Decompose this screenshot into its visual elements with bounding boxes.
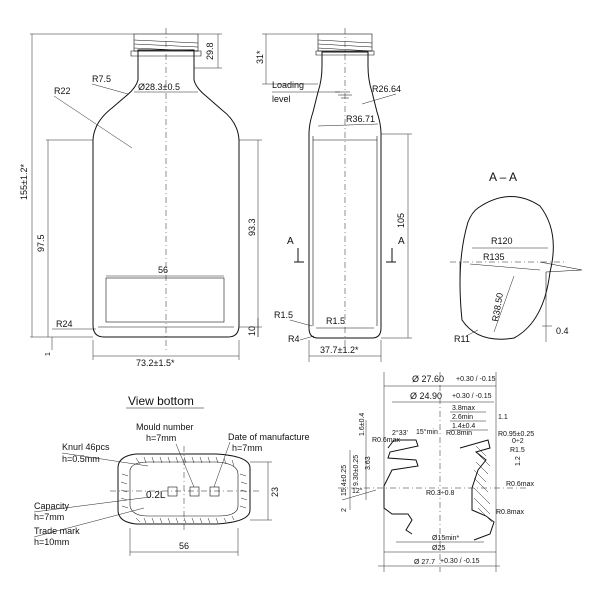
neck-dia-outer-top-tol: +0.30 / -0.15 bbox=[456, 376, 496, 383]
side-loading-level-line1: Loading bbox=[272, 80, 304, 90]
neck-dia-27-7-tol: +0.30 / -0.15 bbox=[440, 558, 480, 565]
section-radius-1: R120 bbox=[491, 236, 513, 246]
neck-r-0-8max: R0.8max bbox=[496, 509, 525, 516]
section-radius-2: R135 bbox=[483, 252, 505, 262]
bottom-knurl-line1: Knurl 46pcs bbox=[62, 442, 110, 452]
neck-finish-view: Ø 27.60 +0.30 / -0.15 Ø 24.90 +0.30 / -0… bbox=[338, 372, 535, 572]
front-neck-height-label: 29.8 bbox=[205, 42, 215, 60]
side-body-depth-label: 37.7±1.2* bbox=[320, 345, 359, 355]
bottom-date-line2: h=7mm bbox=[232, 443, 262, 453]
bottom-view: View bottom 0.2L Knurl 46pcs h=0.5mm Mou… bbox=[33, 394, 310, 556]
front-label-width-label: 56 bbox=[158, 265, 168, 275]
section-outline bbox=[459, 196, 554, 340]
neck-dim-2: 2 bbox=[341, 508, 348, 512]
side-loading-level-line2: level bbox=[272, 94, 291, 104]
svg-text:A: A bbox=[398, 236, 405, 247]
neck-dim-3-63: 3.63 bbox=[365, 456, 372, 470]
front-view: 29.8 Ø28.3±0.5 R7.5 R22 155±1.2* 97.5 93… bbox=[19, 28, 262, 368]
bottom-trade-line2: h=10mm bbox=[34, 537, 69, 547]
section-radius-3: R38.50 bbox=[490, 292, 505, 322]
front-shoulder-radius-label: R22 bbox=[54, 86, 71, 96]
front-lower-height-label: 97.5 bbox=[36, 234, 46, 252]
neck-hatch bbox=[473, 445, 493, 523]
neck-dim-1-6: 1.6±0.4 bbox=[359, 413, 366, 436]
neck-dia-thread: Ø 24.90 bbox=[410, 391, 442, 401]
bottom-mould-line2: h=7mm bbox=[146, 433, 176, 443]
front-bottom-offset-label: 1 bbox=[45, 352, 52, 356]
section-mark-right: A bbox=[386, 236, 405, 263]
neck-r-0-3-0-8: R0.3÷0.8 bbox=[426, 490, 454, 497]
neck-r-0-8min: R0.8min bbox=[446, 430, 472, 437]
neck-dim-9-3: 9.30±0.25 bbox=[353, 455, 360, 486]
bottom-date-line1: Date of manufacture bbox=[228, 432, 310, 442]
front-neck-radius-label: R7.5 bbox=[92, 74, 111, 84]
neck-r-0-6max-right: R0.6max bbox=[506, 481, 535, 488]
bottom-capacity-text: 0.2L bbox=[146, 490, 166, 501]
bottom-knurl-ring bbox=[129, 461, 239, 517]
front-base-height-label: 10 bbox=[247, 326, 257, 336]
section-offset: 0.4 bbox=[556, 326, 569, 336]
neck-dia-thread-tol: +0.30 / -0.15 bbox=[452, 393, 492, 400]
neck-r-0-6max-left: R0.6max bbox=[372, 437, 401, 444]
section-title: A – A bbox=[489, 170, 517, 184]
neck-dia-27-7: Ø 27.7 bbox=[414, 559, 435, 566]
front-bottom-radius-label: R24 bbox=[56, 319, 73, 329]
side-body-height-label: 105 bbox=[396, 213, 406, 228]
side-neck-offset-label: 31* bbox=[255, 50, 265, 64]
bottom-width-dim: 56 bbox=[179, 541, 189, 551]
bottom-outer-outline bbox=[117, 453, 251, 525]
neck-angle-15: 15°min bbox=[416, 428, 438, 436]
neck-r-0-95: R0.95±0.25 bbox=[498, 431, 534, 438]
front-body-width-label: 73.2±1.5* bbox=[136, 358, 175, 368]
side-bottle-outline bbox=[308, 51, 382, 339]
front-label-height-label: 93.3 bbox=[247, 218, 257, 236]
bottom-date-box bbox=[209, 486, 220, 497]
side-view: 31* Loading level R26.64 R36.71 105 A A … bbox=[255, 28, 412, 362]
neck-angle-12: 12° bbox=[352, 487, 363, 495]
side-shoulder-radius-label: R36.71 bbox=[346, 114, 375, 124]
neck-dim-2-6min: 2.6min bbox=[452, 414, 473, 421]
neck-dim-1-2: 1.2 bbox=[515, 456, 522, 466]
side-bottom-radius-inner: R1.5 bbox=[326, 316, 345, 326]
bottom-capacity-box bbox=[167, 486, 178, 497]
bottom-mould-box bbox=[189, 486, 200, 497]
front-neck-diameter-label: Ø28.3±0.5 bbox=[138, 82, 180, 92]
neck-dia-outer-top: Ø 27.60 bbox=[412, 374, 444, 384]
neck-dim-1-1: 1.1 bbox=[498, 414, 508, 421]
bottom-height-dim: 23 bbox=[270, 487, 280, 497]
neck-profile-left bbox=[383, 439, 419, 535]
section-corner-radius: R11 bbox=[454, 334, 470, 344]
neck-r-1-5: R1.5 bbox=[510, 447, 525, 454]
neck-angle-2-33: 2°33' bbox=[392, 429, 408, 437]
front-bottle-outline bbox=[92, 49, 240, 338]
front-label-area bbox=[105, 277, 225, 323]
bottom-view-title: View bottom bbox=[128, 394, 194, 408]
bottom-knurl-marks bbox=[120, 456, 248, 524]
bottom-knurl-line2: h=0.5mm bbox=[62, 454, 100, 464]
neck-dim-15-4: 15.4±0.25 bbox=[341, 465, 348, 496]
neck-profile-right bbox=[459, 439, 495, 541]
side-foot-radius: R4 bbox=[288, 334, 300, 344]
neck-dim-3-8max: 3.8max bbox=[452, 405, 475, 412]
svg-text:A: A bbox=[287, 236, 294, 247]
neck-dim-0-2: 0÷2 bbox=[512, 438, 524, 445]
front-total-height-label: 155±1.2* bbox=[19, 164, 29, 200]
bottom-capacity-line2: h=7mm bbox=[34, 512, 64, 522]
section-mark-left: A bbox=[287, 236, 304, 263]
neck-dia-25: Ø25 bbox=[432, 545, 445, 552]
bottom-mould-line1: Mould number bbox=[136, 422, 194, 432]
side-bottom-radius-outer: R1.5 bbox=[274, 310, 293, 320]
section-view: A – A R120 R135 R38.50 R11 0.4 bbox=[450, 170, 583, 344]
side-neck-radius-label: R26.64 bbox=[372, 84, 401, 94]
bottom-capacity-line1: Capacity bbox=[34, 501, 70, 511]
neck-dia-15min: Ø15min* bbox=[432, 535, 460, 542]
neck-dim-1-4: 1.4±0.4 bbox=[452, 423, 475, 430]
